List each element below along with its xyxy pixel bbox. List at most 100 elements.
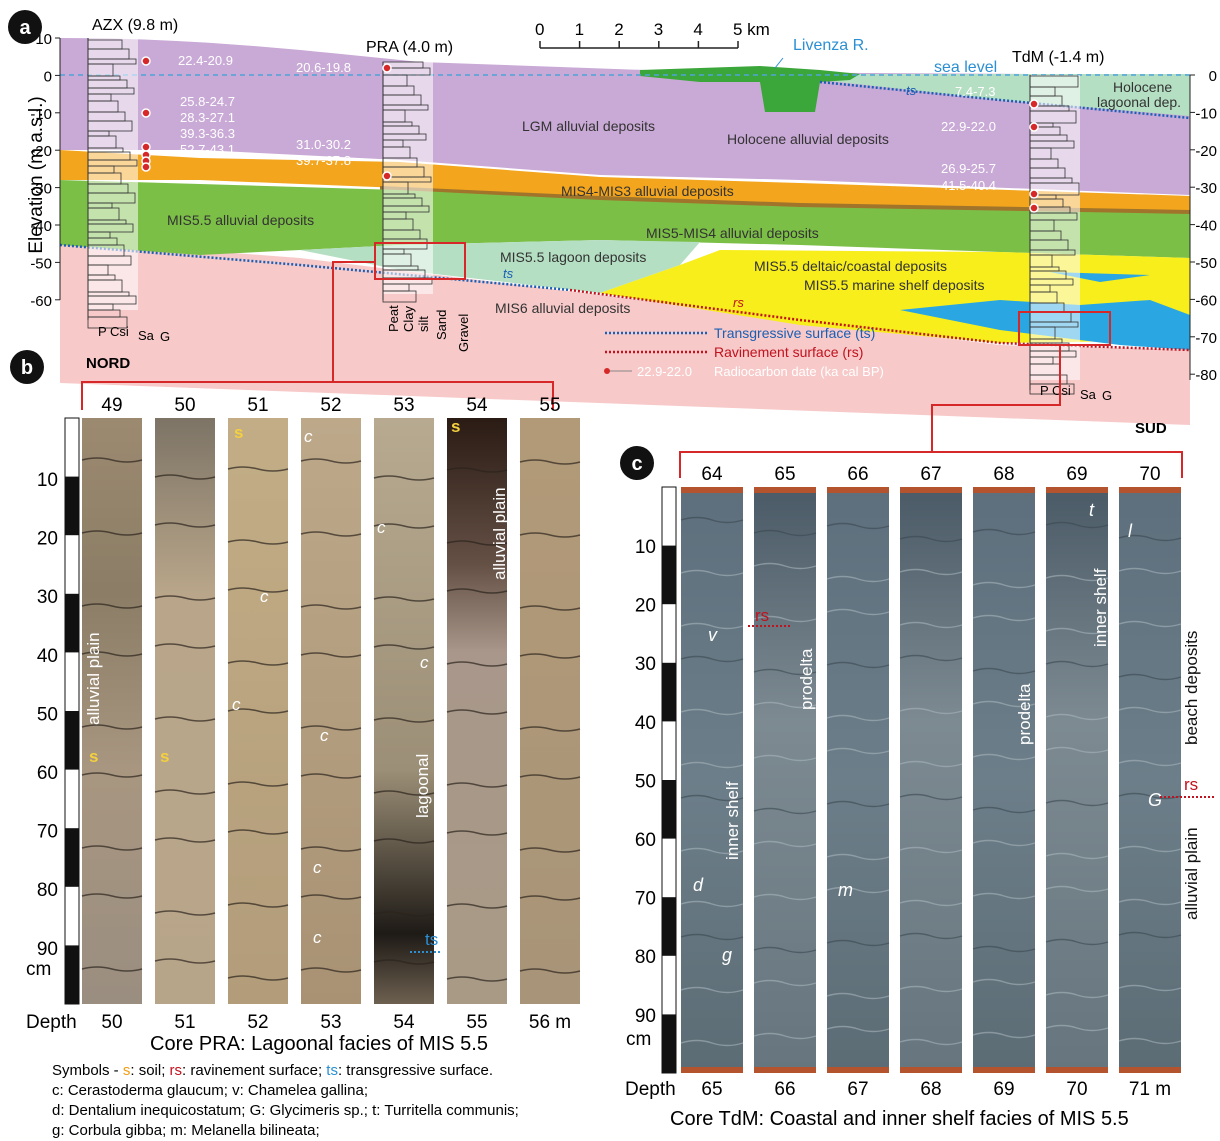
core-lamina bbox=[680, 900, 744, 908]
core-crack bbox=[154, 522, 216, 528]
core-crack bbox=[81, 772, 143, 778]
scale-segment bbox=[662, 662, 676, 722]
core-cap bbox=[973, 487, 1035, 493]
core-lamina bbox=[1118, 931, 1182, 939]
core-crack bbox=[300, 604, 362, 610]
core-number: 54 bbox=[466, 395, 488, 416]
core-lamina bbox=[1045, 938, 1109, 946]
core-lamina bbox=[1045, 521, 1109, 529]
svg-text:Sa: Sa bbox=[138, 328, 155, 343]
core-number: 70 bbox=[1139, 464, 1160, 485]
label-mis4-3: MIS4-MIS3 alluvial deposits bbox=[561, 183, 734, 199]
date-azx-4: 52.7-43.1 bbox=[180, 142, 235, 157]
core-lamina bbox=[899, 654, 963, 662]
core-lamina bbox=[680, 761, 744, 769]
core-lamina bbox=[753, 840, 817, 848]
green-layer bbox=[60, 180, 1190, 258]
symbol-c-1: c bbox=[304, 427, 313, 446]
core-number: 68 bbox=[993, 464, 1014, 485]
symbols-legend: Symbols - s: soil; rs: ravinement surfac… bbox=[52, 1062, 519, 1139]
date-tdm-3: 41.5-40.4 bbox=[941, 178, 996, 193]
date-pra-0: 20.6-19.8 bbox=[296, 60, 351, 75]
connector-c bbox=[679, 345, 1183, 478]
depth-tick-label: 50 bbox=[37, 704, 58, 725]
orange-layer bbox=[60, 150, 1190, 212]
svg-text:Sa: Sa bbox=[1080, 387, 1097, 402]
depth-tick-label: 80 bbox=[37, 880, 58, 901]
panel-b-caption: Core PRA: Lagoonal facies of MIS 5.5 bbox=[150, 1033, 488, 1055]
facies-alluvial: alluvial plain bbox=[1182, 827, 1201, 920]
core-number: 65 bbox=[774, 464, 795, 485]
core-crack bbox=[373, 959, 435, 965]
core-photo bbox=[520, 418, 580, 1004]
svg-text:silt: silt bbox=[416, 316, 431, 332]
symbol-v: v bbox=[708, 625, 718, 645]
core-depth-label: 56 m bbox=[529, 1012, 571, 1033]
core-lamina bbox=[899, 846, 963, 854]
core-cap bbox=[1119, 487, 1181, 493]
core-crack bbox=[227, 708, 289, 714]
core-depth-label: 68 bbox=[920, 1079, 941, 1100]
core-lamina bbox=[1045, 852, 1109, 860]
core-lamina bbox=[899, 568, 963, 576]
left-axis-tick-label: -60 bbox=[30, 293, 52, 310]
date-pra-1: 31.0-30.2 bbox=[296, 137, 351, 152]
lithology-bar bbox=[1029, 249, 1076, 256]
label-rs: rs bbox=[733, 295, 744, 310]
core-lamina bbox=[753, 562, 817, 570]
right-axis-tick-label: 0 bbox=[1209, 68, 1217, 85]
tdm-grain-labels: P Csi Sa G bbox=[1040, 383, 1112, 403]
core-crack bbox=[81, 845, 143, 851]
lithology-bar bbox=[87, 223, 134, 233]
pra-grain-labels: Peat Clay silt Sand Gravel bbox=[386, 305, 471, 352]
core-crack bbox=[81, 603, 143, 609]
svg-text:G: G bbox=[160, 329, 170, 344]
core-number: 52 bbox=[320, 395, 341, 416]
core-cap bbox=[754, 1067, 816, 1073]
core-crack bbox=[373, 596, 435, 602]
right-axis-tick-label: -60 bbox=[1195, 292, 1217, 309]
core-lamina bbox=[826, 575, 890, 583]
core-crack bbox=[373, 838, 435, 844]
symbol-s-2: s bbox=[160, 747, 169, 766]
core-number: 53 bbox=[393, 395, 414, 416]
core-lamina bbox=[1118, 534, 1182, 542]
svg-text:Symbols - s: soil; rs: ravinem: Symbols - s: soil; rs: ravinement surfac… bbox=[52, 1062, 493, 1079]
core-lamina bbox=[1045, 991, 1109, 999]
symbol-s-4: s bbox=[451, 417, 460, 436]
core-depth-label: 65 bbox=[701, 1079, 722, 1100]
core-lamina bbox=[972, 667, 1036, 675]
left-axis-tick-label: -30 bbox=[30, 181, 52, 198]
core-lamina bbox=[899, 621, 963, 629]
core-cap bbox=[1046, 1067, 1108, 1073]
svg-text:Csi: Csi bbox=[110, 324, 129, 339]
core-lamina bbox=[826, 522, 890, 530]
core-lamina bbox=[1118, 984, 1182, 992]
rs-surface bbox=[569, 288, 1191, 352]
lithology-bar bbox=[87, 316, 128, 329]
lithology-bar bbox=[1029, 278, 1074, 286]
facies-inner-shelf-2: inner shelf bbox=[1091, 568, 1110, 647]
core-crack bbox=[81, 457, 143, 463]
facies-inner-shelf-1: inner shelf bbox=[723, 781, 742, 860]
tdm-highlight-box bbox=[1018, 311, 1111, 346]
core-lamina bbox=[753, 615, 817, 623]
depth-tick-label: 70 bbox=[37, 822, 58, 843]
core-lamina bbox=[1118, 898, 1182, 906]
label-mis55-deltaic: MIS5.5 deltaic/coastal deposits bbox=[754, 258, 947, 274]
core-lamina bbox=[753, 668, 817, 676]
core-crack bbox=[81, 966, 143, 972]
core-lamina bbox=[899, 985, 963, 993]
depth-tick-label: 60 bbox=[635, 830, 656, 851]
core-lamina bbox=[972, 581, 1036, 589]
label-mis55-lagoon: MIS5.5 lagoon deposits bbox=[500, 249, 646, 265]
core-photo bbox=[374, 418, 434, 1004]
scale-segment bbox=[662, 897, 676, 956]
lithology-bar bbox=[382, 133, 427, 141]
core-crack bbox=[300, 652, 362, 658]
scale-segment bbox=[662, 780, 676, 839]
core-lamina bbox=[1118, 1037, 1182, 1045]
core-lamina bbox=[972, 1031, 1036, 1039]
y-axis-label: Elevation (m a.s.l.) bbox=[26, 96, 47, 253]
